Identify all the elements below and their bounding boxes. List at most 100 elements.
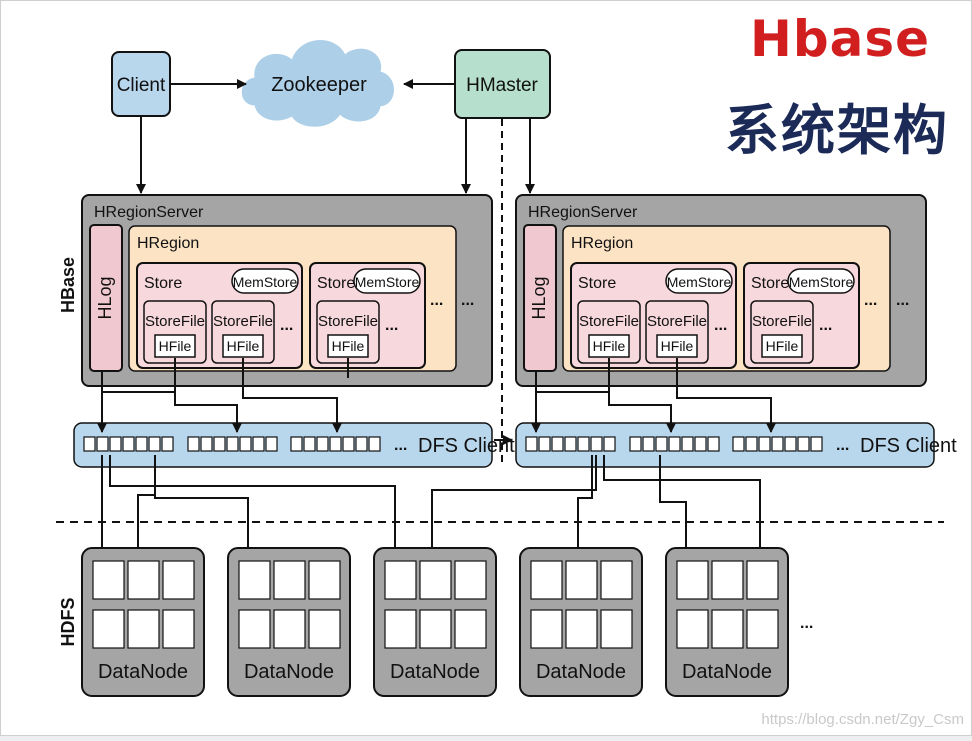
datanode-block	[308, 560, 341, 600]
datanode-label: DataNode	[390, 661, 480, 683]
storefile-label: StoreFile	[752, 313, 812, 330]
dfs-client-left: ... DFS Client	[73, 422, 515, 468]
datanode-box: DataNode	[81, 547, 205, 697]
hmaster-label: HMaster	[466, 75, 538, 96]
datanode-box: DataNode	[665, 547, 789, 697]
ellipsis: ...	[864, 292, 877, 309]
datanode-block	[530, 560, 563, 600]
dfs-block-strip	[83, 436, 174, 452]
ellipsis: ...	[280, 317, 293, 334]
storefile-label: StoreFile	[213, 313, 273, 330]
dfs-block-cell	[642, 436, 655, 452]
ellipsis: ...	[430, 292, 443, 309]
dfs-block-cell	[810, 436, 823, 452]
dfs-block-cell	[655, 436, 668, 452]
dfs-block-cell	[538, 436, 551, 452]
datanode-block	[384, 609, 417, 649]
region-server-label: HRegionServer	[528, 204, 638, 221]
storefile-label: StoreFile	[647, 313, 707, 330]
ellipsis: ...	[819, 317, 832, 334]
datanode-block	[565, 609, 598, 649]
dfs-block-cell	[303, 436, 316, 452]
datanode-block	[746, 609, 779, 649]
hbase-to-dfs-arrows	[97, 358, 776, 445]
dfs-block-cell	[355, 436, 368, 452]
store-box: Store MemStore StoreFile HFile ...	[309, 262, 426, 369]
store-box: Store MemStore StoreFile HFile StoreFile…	[136, 262, 303, 369]
dfs-block-cell	[732, 436, 745, 452]
region-server-label: HRegionServer	[94, 204, 204, 221]
hfile-label: HFile	[159, 338, 192, 354]
memstore-label: MemStore	[667, 274, 732, 290]
datanode-block	[454, 609, 487, 649]
dfs-block-cell	[316, 436, 329, 452]
client-label: Client	[117, 75, 166, 96]
store-label: Store	[317, 275, 355, 292]
zookeeper-cloud: Zookeeper	[241, 40, 394, 127]
dfs-block-cell	[187, 436, 200, 452]
dfs-block-cell	[681, 436, 694, 452]
dfs-block-cell	[577, 436, 590, 452]
dfs-block-cell	[213, 436, 226, 452]
datanode-block	[454, 560, 487, 600]
dfs-block-cell	[109, 436, 122, 452]
hfile-box	[656, 334, 698, 358]
datanode-label: DataNode	[244, 661, 334, 683]
dfs-block-cell	[265, 436, 278, 452]
storefile-label: StoreFile	[579, 313, 639, 330]
dfs-block-cell	[564, 436, 577, 452]
datanode-block	[127, 609, 160, 649]
datanode-label: DataNode	[682, 661, 772, 683]
datanode-block	[273, 609, 306, 649]
dfs-block-strip	[732, 436, 823, 452]
dfs-block-cell	[122, 436, 135, 452]
store-label: Store	[578, 275, 616, 292]
ellipsis: ...	[394, 437, 407, 454]
datanode-block	[600, 560, 633, 600]
dfs-block-strip	[629, 436, 720, 452]
datanode-block	[273, 560, 306, 600]
ellipsis: ...	[385, 317, 398, 334]
dfs-client-label: DFS Client	[860, 435, 957, 457]
dfs-block-cell	[784, 436, 797, 452]
hregion-label: HRegion	[137, 235, 199, 252]
dfs-block-cell	[629, 436, 642, 452]
hfile-box	[588, 334, 630, 358]
dfs-block-strip	[290, 436, 381, 452]
client-box: Client	[111, 51, 171, 117]
storefile-label: StoreFile	[318, 313, 378, 330]
dfs-block-strips	[83, 436, 381, 452]
dfs-block-cell	[148, 436, 161, 452]
dfs-block-cell	[200, 436, 213, 452]
datanode-block	[238, 560, 271, 600]
dfs-block-cell	[239, 436, 252, 452]
hfile-label: HFile	[593, 338, 626, 354]
dfs-to-datanode-arrows	[97, 455, 765, 641]
dfs-block-cell	[342, 436, 355, 452]
dfs-block-cell	[161, 436, 174, 452]
dfs-block-cell	[368, 436, 381, 452]
hdfs-side-label: HDFS	[58, 598, 78, 647]
hfile-label: HFile	[227, 338, 260, 354]
hfile-box	[222, 334, 264, 358]
hmaster-box: HMaster	[454, 49, 551, 119]
hfile-label: HFile	[661, 338, 694, 354]
memstore-pill	[787, 268, 855, 294]
store-box: Store MemStore StoreFile HFile ...	[743, 262, 860, 369]
dfs-block-cell	[329, 436, 342, 452]
datanode-block	[565, 560, 598, 600]
hfile-box	[761, 334, 803, 358]
hfile-label: HFile	[766, 338, 799, 354]
dfs-client-label: DFS Client	[418, 435, 515, 457]
datanode-block	[711, 560, 744, 600]
hfile-box	[154, 334, 196, 358]
datanode-block	[308, 609, 341, 649]
memstore-pill	[231, 268, 299, 294]
dfs-block-cell	[797, 436, 810, 452]
dfs-block-cell	[668, 436, 681, 452]
store-label: Store	[144, 275, 182, 292]
datanode-block	[746, 560, 779, 600]
datanode-block	[419, 560, 452, 600]
dfs-block-strip	[187, 436, 278, 452]
